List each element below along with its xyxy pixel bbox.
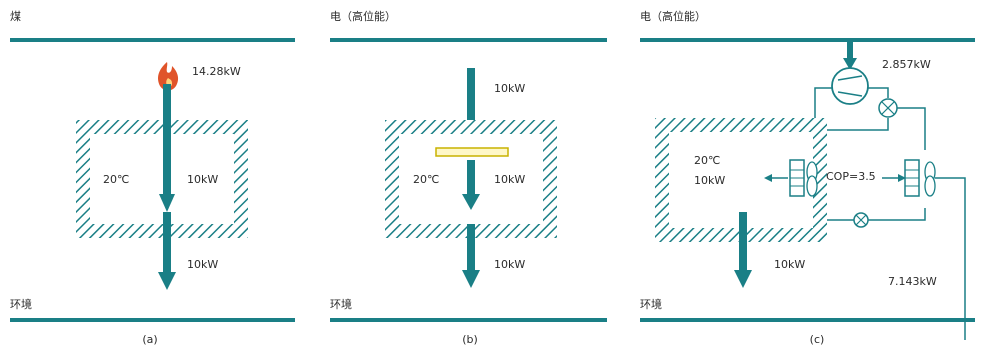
compressor-icon [831,67,869,105]
panel-c-caption: (c) [810,333,825,346]
panel-c-compressor-input-shaft [847,42,853,60]
panel-a-bottom-bar [10,318,295,322]
panel-c-bottom-bar [640,318,975,322]
panel-b-output-power: 10kW [494,258,525,271]
panel-a-caption: (a) [142,333,157,346]
panel-a-top-label: 煤 [10,10,21,23]
panel-b-caption: (b) [462,333,478,346]
panel-b-top-label: 电（高位能） [330,9,396,23]
panel-a-bottom-label: 环境 [10,297,32,311]
panel-a-input-power: 14.28kW [192,65,241,78]
panel-a: 煤 14.28kW 20℃ 10kW 10kW 环境 (a) [10,10,295,346]
panel-b-bottom-bar [330,318,607,322]
panel-c-output-power: 10kW [774,258,805,271]
panel-c-outdoor-intake-head [898,174,906,182]
panel-c-compressor-input-head [843,58,857,70]
panel-c-cop: COP=3.5 [826,170,876,183]
panel-a-output-power: 10kW [187,258,218,271]
panel-b-top-bar [330,38,607,42]
panel-a-flow-shaft [163,84,171,194]
panel-c-ambient-heat: 7.143kW [888,275,937,288]
panel-c-output-shaft [739,212,747,272]
panel-a-output-head [158,272,176,290]
four-way-valve-icon [878,98,898,118]
panel-a-inner-power: 10kW [187,173,218,186]
panel-b-temp: 20℃ [413,173,439,186]
panel-a-temp: 20℃ [103,173,129,186]
panel-a-output-shaft [163,212,171,272]
panel-b-input-shaft [467,68,475,128]
electric-heater-icon [435,147,509,157]
panel-b-output-shaft [467,224,475,270]
panel-a-room-interior [90,134,234,224]
panel-c-compressor-power: 2.857kW [882,58,931,71]
panel-b-inner-power: 10kW [494,173,525,186]
outdoor-coil-icon [904,159,920,197]
panel-b-bottom-label: 环境 [330,297,352,311]
panel-c-inner-power: 10kW [694,174,725,187]
panel-c-top-bar [640,38,975,42]
panel-a-flow-head [159,194,175,212]
panel-c: 电（高位能） 2.857kW [640,9,975,346]
indoor-coil-icon [789,159,818,197]
panel-c-temp: 20℃ [694,154,720,167]
panel-b-inner-head [462,194,480,210]
expansion-valve-icon [853,212,869,228]
panel-a-top-bar [10,38,295,42]
panel-c-output-head [734,270,752,288]
panel-c-top-label: 电（高位能） [640,9,706,23]
panel-c-indoor-discharge-head [764,174,772,182]
fan-icon [924,161,936,197]
panel-c-bottom-label: 环境 [640,297,662,311]
panel-b-input-power: 10kW [494,82,525,95]
panel-b: 电（高位能） 10kW 20℃ 10kW 10kW 环境 (b) [330,9,607,346]
panel-b-inner-shaft [467,160,475,196]
panel-b-output-head [462,270,480,288]
